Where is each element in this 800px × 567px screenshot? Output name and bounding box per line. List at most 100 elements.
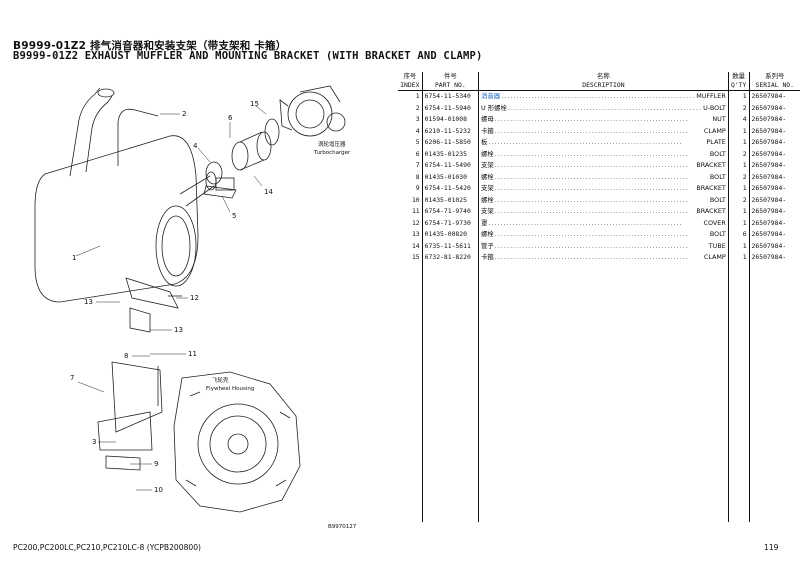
cell-serial-no: 26507984- <box>751 172 787 181</box>
desc-cn[interactable]: 支架 <box>481 161 494 169</box>
cell-part-no[interactable]: 6754-11-5940 <box>422 102 480 114</box>
callout-10: 10 <box>154 486 163 494</box>
cell-serial-no: 26507984- <box>751 230 787 238</box>
table-row[interactable]: 15 6732-81-8220 卡箍CLAMP 1 26507984- <box>398 252 800 264</box>
callout-15: 15 <box>250 100 259 108</box>
page-title-cn: B9999-01Z2 排气消音器和安装支架（带支架和 卡箍） <box>13 40 287 52</box>
callout-11: 11 <box>188 350 197 358</box>
cell-qty: 2 <box>728 194 750 206</box>
desc-en: NUT <box>712 115 726 123</box>
table-row[interactable]: 10 01435-01025 螺栓BOLT 2 26507984- <box>398 194 800 206</box>
desc-cn[interactable]: 支架 <box>481 184 494 192</box>
cell-serial-no: 26507984- <box>751 103 787 112</box>
cell-description: 罩COVER <box>478 217 729 229</box>
table-row[interactable]: 3 01594-01008 螺母NUT 4 26507984- <box>398 114 800 126</box>
table-row[interactable]: 1 6754-11-5340 消音器MUFFLER 1 26507984- <box>398 90 800 103</box>
desc-cn[interactable]: 螺栓 <box>481 195 494 204</box>
cell-index: 5 <box>398 137 423 149</box>
cell-description: 螺栓 BOLT <box>478 194 729 206</box>
desc-en: PLATE <box>706 138 726 146</box>
cell-index: 14 <box>398 240 423 252</box>
table-row[interactable]: 11 6754-71-9740 支架BRACKET 1 26507984- <box>398 206 800 218</box>
cell-part-no[interactable]: 01435-01235 <box>422 148 480 160</box>
cell-qty: 1 <box>728 90 750 103</box>
cell-part-no[interactable]: 6210-11-5232 <box>422 125 480 137</box>
desc-cn[interactable]: 螺母 <box>481 115 494 123</box>
table-row[interactable]: 7 6754-11-5490 支架BRACKET 1 26507984- <box>398 160 800 172</box>
cell-index: 4 <box>398 125 423 137</box>
cell-part-no[interactable]: 6206-11-5850 <box>422 137 480 149</box>
desc-cn[interactable]: 卡箍 <box>481 253 494 261</box>
desc-cn[interactable]: 螺栓 <box>481 230 494 238</box>
footer-models: PC200,PC200LC,PC210,PC210LC-8 (YCPB20080… <box>13 543 202 552</box>
cell-index: 1 <box>398 90 423 103</box>
table-row[interactable]: 6 01435-01235 螺栓BOLT 2 26507984- <box>398 148 800 160</box>
cell-description: 螺栓BOLT <box>478 171 729 183</box>
cell-serial-no: 26507984- <box>751 253 787 261</box>
desc-en: BRACKET <box>696 184 726 192</box>
tube-14-drawing[interactable] <box>231 131 272 171</box>
cell-part-no[interactable]: 6754-11-5490 <box>422 160 480 172</box>
cell-serial-no: 26507984- <box>751 218 787 227</box>
table-row[interactable]: 2 6754-11-5940 U 形螺栓U-BOLT 2 26507984- <box>398 102 800 114</box>
cell-description: 螺栓BOLT <box>478 148 729 160</box>
table-row[interactable]: 12 6754-71-9730 罩COVER 1 26507984- <box>398 217 800 229</box>
desc-en: BRACKET <box>696 207 726 215</box>
cell-part-no[interactable]: 01435-01025 <box>422 194 480 206</box>
tube-drawing[interactable] <box>117 108 159 166</box>
desc-cn[interactable]: 螺栓 <box>481 149 494 158</box>
cell-qty: 2 <box>728 148 750 160</box>
flywheel-housing-drawing[interactable] <box>173 371 301 513</box>
desc-cn[interactable]: 支架 <box>481 207 494 215</box>
cell-qty: 1 <box>728 137 750 149</box>
desc-cn[interactable]: 管子 <box>481 241 494 250</box>
desc-cn[interactable]: 罩 <box>481 218 488 227</box>
desc-cn[interactable]: U 形螺栓 <box>481 103 507 112</box>
callout-5: 5 <box>232 212 236 220</box>
cell-serial-no: 26507984- <box>751 241 787 250</box>
cell-index: 11 <box>398 206 423 218</box>
table-row[interactable]: 5 6206-11-5850 板 PLATE 1 26507984- <box>398 137 800 149</box>
cell-part-no[interactable]: 6754-71-9740 <box>422 206 480 218</box>
cell-part-no[interactable]: 6735-11-5611 <box>422 240 480 252</box>
table-row[interactable]: 9 6754-11-5420 支架BRACKET 1 26507984- <box>398 183 800 195</box>
cell-part-no[interactable]: 6754-11-5420 <box>422 183 480 195</box>
table-row[interactable]: 14 6735-11-5611 管子TUBE 1 26507984- <box>398 240 800 252</box>
cell-part-no[interactable]: 01435-00820 <box>422 229 480 241</box>
callout-13-top: 13 <box>84 298 93 306</box>
desc-cn[interactable]: 卡箍 <box>481 126 494 135</box>
callout-3: 3 <box>92 438 96 446</box>
callout-14: 14 <box>264 188 273 196</box>
desc-en: BOLT <box>709 195 726 204</box>
clamp-plate-drawing[interactable] <box>203 161 237 199</box>
table-row[interactable]: 13 01435-00820 螺栓BOLT 6 26507984- <box>398 229 800 241</box>
bracket-assembly-drawing[interactable] <box>97 277 182 471</box>
muffler-drawing[interactable] <box>34 87 217 303</box>
desc-cn[interactable]: 螺栓 <box>481 172 494 181</box>
cell-index: 7 <box>398 160 423 172</box>
cell-part-no[interactable]: 01594-01008 <box>422 114 480 126</box>
cell-qty: 4 <box>728 114 750 126</box>
cell-part-no[interactable]: 6754-71-9730 <box>422 217 480 229</box>
desc-cn[interactable]: 板 <box>481 138 488 146</box>
cell-description: 卡箍CLAMP <box>478 252 729 264</box>
turbocharger-drawing[interactable] <box>279 85 346 137</box>
cell-part-no[interactable]: 6754-11-5340 <box>422 90 480 103</box>
table-row[interactable]: 4 6210-11-5232 卡箍CLAMP 1 26507984- <box>398 125 800 137</box>
cell-serial-no: 26507984- <box>751 138 787 146</box>
cell-part-no[interactable]: 6732-81-8220 <box>422 252 480 264</box>
cell-index: 3 <box>398 114 423 126</box>
table-row[interactable]: 8 01435-01030 螺栓BOLT 2 26507984- <box>398 171 800 183</box>
turbocharger-label-en: Turbocharger <box>313 150 351 156</box>
desc-cn[interactable]: 消音器 <box>481 92 501 100</box>
callout-2: 2 <box>182 110 186 118</box>
cell-index: 9 <box>398 183 423 195</box>
clamp-15-drawing[interactable] <box>264 118 280 146</box>
cell-qty: 1 <box>728 160 750 172</box>
table-empty-space <box>398 263 800 522</box>
callout-8: 8 <box>124 352 128 360</box>
cell-part-no[interactable]: 01435-01030 <box>422 171 480 183</box>
